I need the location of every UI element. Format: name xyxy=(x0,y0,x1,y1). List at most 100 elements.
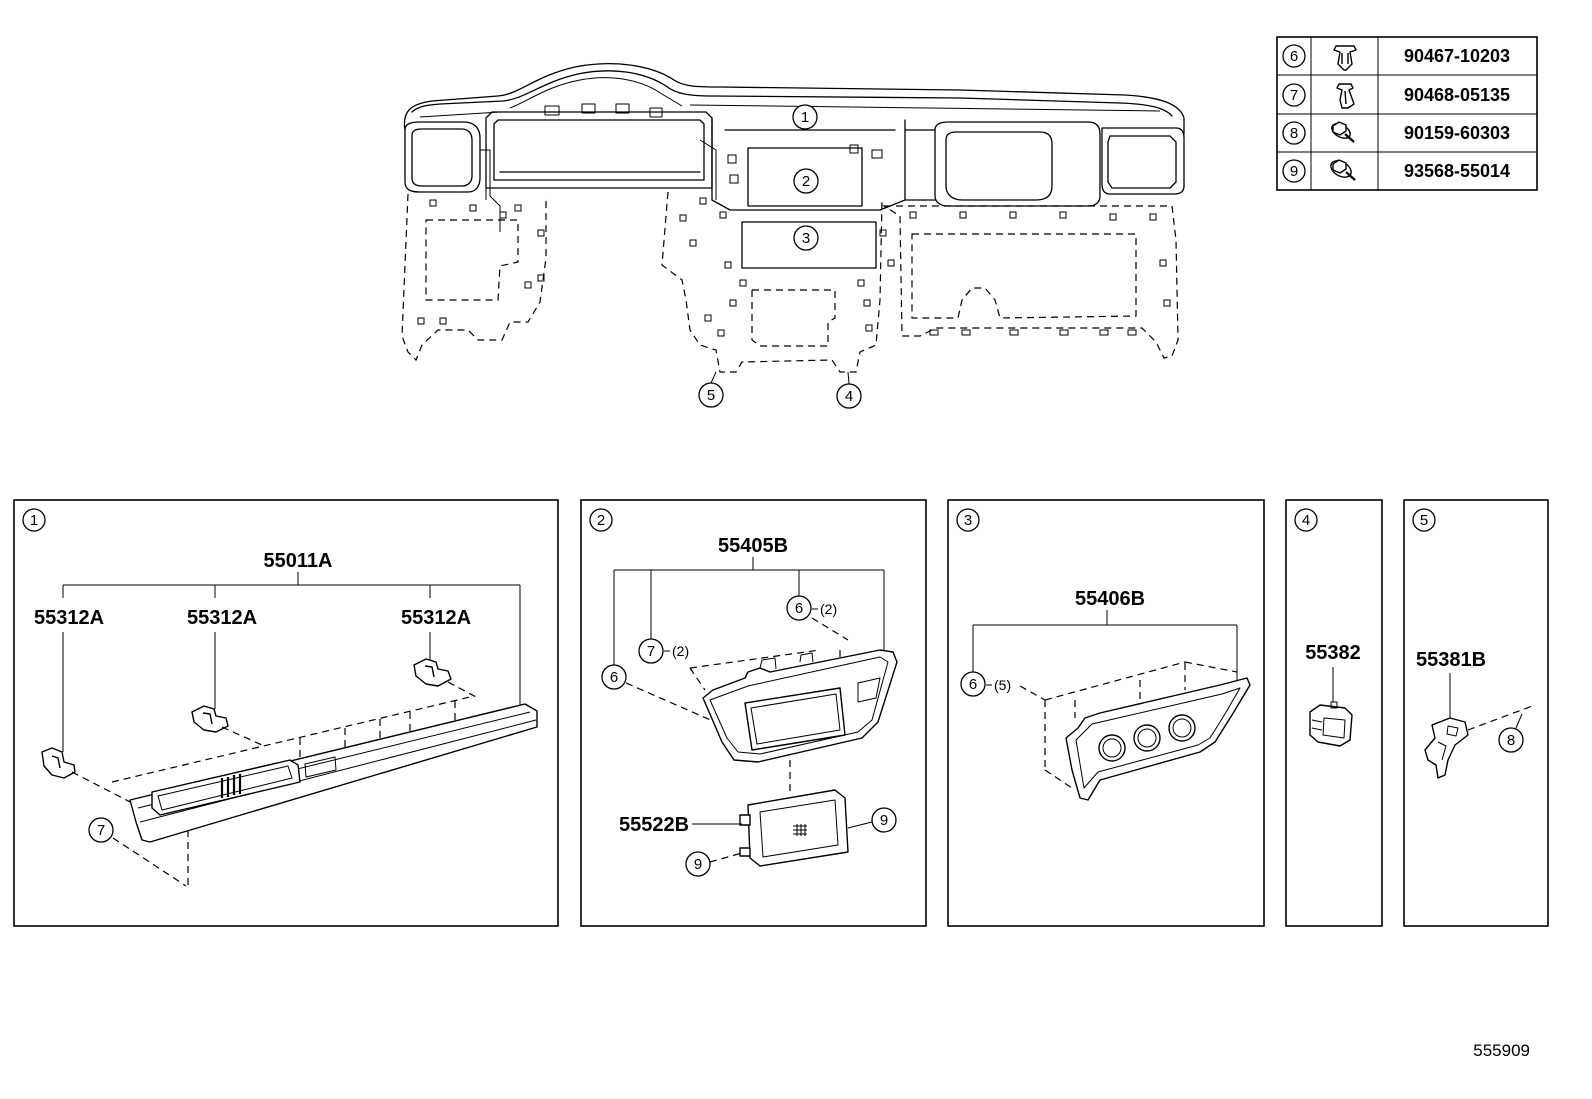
table-part-number[interactable]: 93568-55014 xyxy=(1404,161,1510,181)
push-clip-icon xyxy=(1333,45,1357,71)
right-vent xyxy=(1101,127,1185,195)
panel-2: 2 55405B 6 (2) 7 (2) 6 xyxy=(580,499,927,927)
hood-underside xyxy=(419,77,1161,118)
callout-6: 6 xyxy=(960,671,986,697)
trim-strip xyxy=(129,703,538,843)
clip-label-right[interactable]: 55312A xyxy=(401,607,471,629)
svg-text:6: 6 xyxy=(969,676,977,693)
knee-panel-opening xyxy=(425,219,519,301)
glove-box-opening xyxy=(911,233,1137,319)
table-grid xyxy=(1277,37,1537,190)
panel-border xyxy=(13,499,559,927)
assembly-bracket xyxy=(972,610,1238,680)
row-ref: 6 xyxy=(1282,44,1306,68)
svg-text:2: 2 xyxy=(597,512,605,529)
assembly-label[interactable]: 55011A xyxy=(264,550,333,572)
clip-center xyxy=(191,705,229,733)
bracket-dashed-guide xyxy=(1467,704,1536,731)
screw-icon xyxy=(1330,159,1356,181)
panel-1: 1 55011A 55312A 55312A 55312A 7 xyxy=(13,499,559,927)
panel-4: 4 55382 xyxy=(1285,499,1383,927)
assembly-label[interactable]: 55406B xyxy=(1075,588,1145,610)
panel-border xyxy=(947,499,1265,927)
parts-table: 6 90467-10203 7 90468-05135 8 90159- xyxy=(1276,36,1538,191)
clip-label-center[interactable]: 55312A xyxy=(187,607,257,629)
panel-ref: 4 xyxy=(1294,508,1318,532)
table-row[interactable]: 7 90468-05135 xyxy=(1282,83,1510,109)
part-label[interactable]: 55382 xyxy=(1305,642,1361,664)
table-part-number[interactable]: 90467-10203 xyxy=(1404,46,1510,66)
svg-text:7: 7 xyxy=(1290,87,1298,104)
part-label[interactable]: 55381B xyxy=(1416,649,1486,671)
screw-icon xyxy=(1331,121,1355,143)
callout-6-left: 6 xyxy=(601,664,627,690)
callout-number: 1 xyxy=(801,109,809,126)
svg-text:9: 9 xyxy=(880,812,888,829)
overview-callout-2: 2 xyxy=(793,168,819,194)
clip-label-left[interactable]: 55312A xyxy=(34,607,104,629)
center-stack-structure xyxy=(661,191,883,373)
row-ref: 8 xyxy=(1282,121,1306,145)
overview-callout-3: 3 xyxy=(793,225,819,251)
display-bezel xyxy=(702,649,898,763)
panel-border xyxy=(1285,499,1383,927)
svg-text:6: 6 xyxy=(795,600,803,617)
panel-ref: 2 xyxy=(589,508,613,532)
mounting-bracket xyxy=(1424,717,1469,779)
overview-callout-5: 5 xyxy=(698,382,724,408)
assembly-bracket xyxy=(62,572,521,752)
clip-icon xyxy=(1336,83,1355,109)
bezel-dashed-guides xyxy=(625,617,849,863)
svg-text:9: 9 xyxy=(1290,163,1298,180)
callout-7: 7 xyxy=(88,817,114,843)
callout-8-leader xyxy=(1515,713,1523,729)
row-ref: 9 xyxy=(1282,159,1306,183)
callout-9-left: 9 xyxy=(685,851,711,877)
svg-text:8: 8 xyxy=(1507,732,1515,749)
callout-6-qty: (5) xyxy=(994,677,1011,693)
callout-8: 8 xyxy=(1498,727,1524,753)
callout-9-right: 9 xyxy=(871,807,897,833)
callout-7: 7 xyxy=(638,638,664,664)
panel-border xyxy=(580,499,927,927)
callout-circle xyxy=(793,225,819,251)
table-part-number[interactable]: 90468-05135 xyxy=(1404,85,1510,105)
svg-text:6: 6 xyxy=(610,669,618,686)
assembly-label[interactable]: 55405B xyxy=(718,535,788,557)
callout-6-top: 6 xyxy=(786,595,812,621)
foot-leaders xyxy=(710,371,850,385)
display-opening-outline xyxy=(747,147,863,207)
table-part-number[interactable]: 90159-60303 xyxy=(1404,123,1510,143)
display-label[interactable]: 55522B xyxy=(619,814,689,836)
table-row[interactable]: 8 90159-60303 xyxy=(1282,121,1510,145)
callout-number: 5 xyxy=(707,387,715,404)
lower-left-structure xyxy=(401,193,547,362)
climate-panel-opening-outline xyxy=(741,221,877,269)
svg-text:8: 8 xyxy=(1290,125,1298,142)
callout-circle xyxy=(792,104,818,130)
svg-text:7: 7 xyxy=(97,822,105,839)
panel-5: 5 55381B 8 xyxy=(1403,499,1549,927)
instrument-panel-drawing xyxy=(401,63,1185,385)
connector-bracket xyxy=(1309,701,1353,747)
panel-3: 3 55406B 6 (5) xyxy=(947,499,1265,927)
callout-circle xyxy=(793,168,819,194)
table-row[interactable]: 9 93568-55014 xyxy=(1282,157,1510,183)
passenger-duct xyxy=(934,121,1101,207)
callout-circle xyxy=(698,382,724,408)
climate-control-panel xyxy=(1065,677,1251,801)
svg-text:3: 3 xyxy=(964,512,972,529)
clip-left xyxy=(41,747,76,779)
assembly-dashed-guides xyxy=(71,681,479,887)
center-frame xyxy=(711,117,936,211)
assembly-bracket xyxy=(613,557,885,665)
top-pad-outline xyxy=(403,63,1185,135)
panel-dashed-guides xyxy=(1019,661,1238,791)
svg-text:9: 9 xyxy=(694,856,702,873)
panel-ref: 1 xyxy=(22,508,46,532)
callout-6-qty: (2) xyxy=(820,601,837,617)
svg-text:1: 1 xyxy=(30,512,38,529)
table-row[interactable]: 6 90467-10203 xyxy=(1282,44,1510,71)
diagram-reference-number: 555909 xyxy=(1473,1041,1530,1060)
